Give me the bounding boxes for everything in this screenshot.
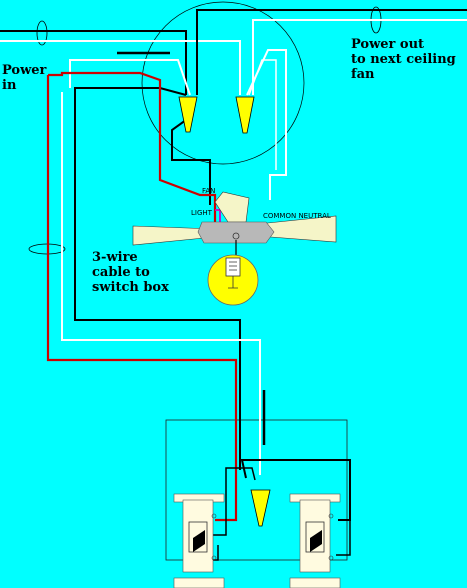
ceiling-box-circle bbox=[141, 1, 305, 165]
red-wire-to-switch bbox=[46, 75, 238, 522]
light-wire-label: LIGHT bbox=[191, 209, 212, 217]
fan-hot-wire bbox=[171, 119, 211, 205]
switch-cable-label: 3-wire cable to switch box bbox=[92, 250, 169, 295]
red-wire-ceiling bbox=[48, 71, 217, 228]
fan-hub-screw bbox=[232, 232, 240, 240]
ceiling-hot-wire-nut bbox=[178, 96, 198, 133]
left-switch bbox=[173, 493, 225, 588]
power-out-label: Power out to next ceiling fan bbox=[351, 37, 456, 82]
outgoing-neutral-wire bbox=[252, 19, 467, 95]
hot-jumper-wire bbox=[69, 59, 191, 96]
left-switch-jumper bbox=[210, 467, 256, 536]
right-switch bbox=[289, 493, 341, 588]
fan-hub bbox=[197, 221, 275, 244]
ceiling-neutral-wire-nut bbox=[235, 96, 255, 134]
light-filament bbox=[228, 261, 238, 289]
switch-feed-black-wire bbox=[74, 87, 241, 470]
switch-cable-neutral-tie bbox=[248, 59, 277, 170]
fan-blade-back bbox=[214, 191, 250, 223]
incoming-neutral-wire bbox=[0, 40, 241, 95]
right-switch-jumper bbox=[240, 459, 351, 521]
light-socket bbox=[225, 257, 241, 277]
right-switch-lower-wire bbox=[336, 470, 351, 556]
common-neutral-label: COMMON NEUTRAL bbox=[263, 212, 331, 220]
switch-box-wire-nut bbox=[250, 489, 271, 527]
incoming-cable-marker bbox=[36, 20, 48, 46]
outgoing-hot-wire bbox=[196, 9, 467, 95]
fan-wire-label: FAN bbox=[202, 187, 216, 195]
switch-box-outline bbox=[165, 419, 348, 561]
fan-common-neutral-wire bbox=[246, 49, 287, 200]
incoming-hot-wire bbox=[0, 30, 187, 95]
switch-cable-neutral-wire bbox=[61, 92, 261, 475]
power-in-label: Power in bbox=[2, 63, 47, 93]
